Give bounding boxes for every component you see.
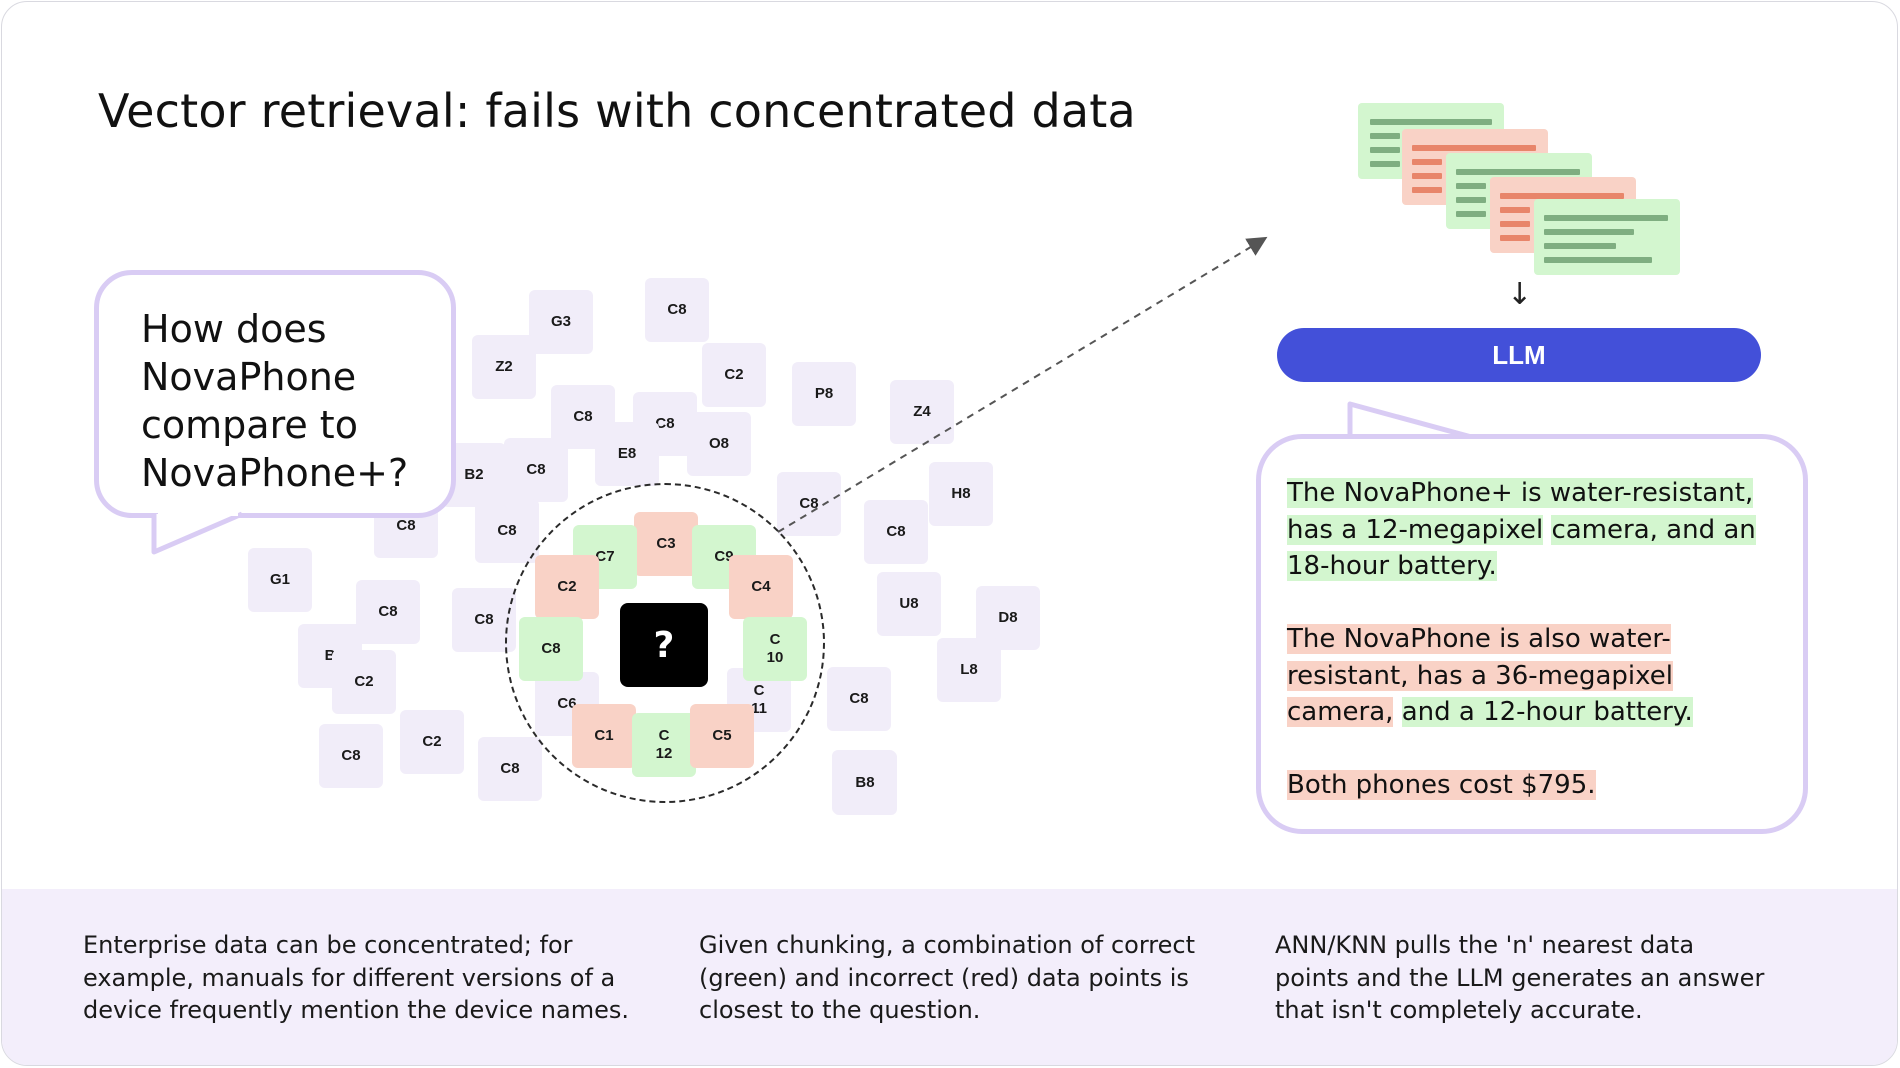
data-point: C2 [702,343,766,407]
data-point: C8 [777,472,841,536]
llm-block: LLM [1277,328,1761,382]
data-point: C8 [504,438,568,502]
data-point: P8 [792,362,856,426]
data-point: Z2 [472,335,536,399]
footer-panel: Enterprise data can be concentrated; for… [2,889,1897,1065]
nearest-neighbor-radius [505,483,825,803]
answer-bubble: The NovaPhone+ is water-resistant, has a… [1256,434,1808,834]
data-point: G3 [529,290,593,354]
data-point: O8 [687,412,751,476]
data-point: Z4 [890,380,954,444]
answer-paragraph-3: Both phones cost $795. [1287,767,1787,804]
data-point: B8 [833,751,897,815]
footer-caption-knn: ANN/KNN pulls the 'n' nearest data point… [1275,931,1765,1024]
data-point: G1 [248,548,312,612]
answer-paragraph-2: The NovaPhone is also water-resistant, h… [1287,621,1787,731]
answer-text: The NovaPhone+ is water-resistant, has a… [1287,475,1787,840]
data-point: C8 [356,580,420,644]
data-point: U8 [877,572,941,636]
query-vector: ? [620,603,708,687]
retrieval-arrow [777,236,1268,533]
footer-caption-chunking: Given chunking, a combination of correct… [699,931,1195,1024]
data-point: E8 [595,422,659,486]
footer-caption-concentration: Enterprise data can be concentrated; for… [83,931,629,1024]
question-bubble-tail [151,510,243,555]
data-point: D8 [976,586,1040,650]
chunk-card-green [1534,199,1680,275]
data-point: H8 [929,462,993,526]
down-arrow-icon: ↓ [1507,277,1533,312]
answer-bubble-tail [1347,401,1491,444]
data-point: C8 [319,724,383,788]
data-point: C2 [332,650,396,714]
data-point: C8 [478,737,542,801]
data-point: C8 [645,278,709,342]
incorrect-fact: Both phones cost $795. [1287,770,1596,800]
data-point: C8 [475,499,539,563]
slide-title: Vector retrieval: fails with concentrate… [98,84,1136,138]
data-point: C8 [827,667,891,731]
correct-fact: and a 12-hour battery. [1401,697,1693,727]
data-point: C8 [864,500,928,564]
answer-paragraph-1: The NovaPhone+ is water-resistant, has a… [1287,475,1787,585]
data-point: C2 [400,710,464,774]
question-bubble: How does NovaPhone compare to NovaPhone+… [94,270,456,518]
data-point: L8 [937,638,1001,702]
question-text: How does NovaPhone compare to NovaPhone+… [141,307,409,495]
